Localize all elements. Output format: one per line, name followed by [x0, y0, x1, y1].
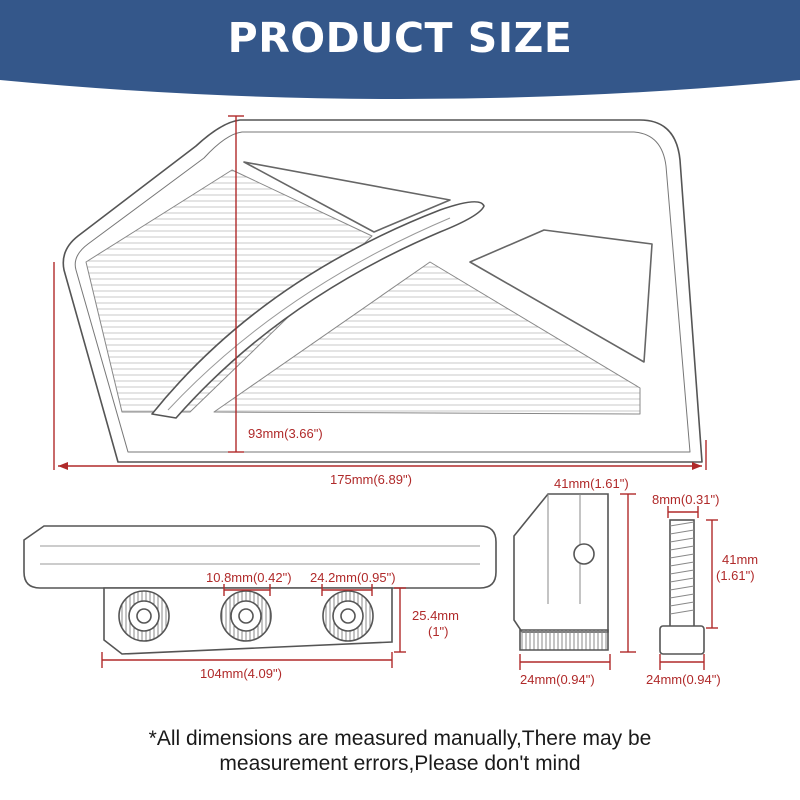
plate-length-label: 175mm(6.89") [330, 472, 412, 487]
bolt-thread [669, 521, 695, 615]
header-banner [0, 0, 800, 99]
mounting-block [513, 493, 609, 651]
bracket-length-label: 104mm(4.09") [200, 666, 282, 681]
block-hole [573, 543, 595, 565]
bolt-width-label: 24mm(0.94") [646, 672, 721, 687]
bracket-holes [118, 590, 374, 642]
diagonal-rib-inner [167, 217, 451, 411]
banner-shape [0, 0, 800, 99]
bolt-head [659, 625, 705, 655]
diagonal-rib-outer [151, 201, 485, 419]
plate-inner-rim [74, 131, 691, 453]
right-window [469, 229, 653, 363]
bracket-height-inch-label: (1") [428, 624, 449, 639]
left-tread [85, 169, 373, 413]
block-dimension-lines [519, 493, 636, 670]
side-view [23, 525, 497, 655]
footnote-line-1: *All dimensions are measured manually,Th… [148, 727, 652, 750]
side-plate [23, 525, 497, 589]
bolt [659, 519, 705, 655]
hole-diameter-label: 10.8mm(0.42") [206, 570, 292, 585]
bolt-length-label: 41mm [722, 552, 759, 567]
bolt-length-inch-label: (1.61") [716, 568, 755, 583]
block-knurled-base [519, 629, 609, 651]
block-height-label: 41mm(1.61") [554, 476, 629, 491]
bolt-diameter-label: 8mm(0.31") [652, 492, 720, 507]
side-view-dimension-lines [101, 584, 406, 668]
plate-dimension-lines [53, 115, 707, 470]
page-title: PRODUCT SIZE [227, 14, 573, 62]
block-front [513, 493, 609, 633]
bracket-height-label: 25.4mm [412, 608, 459, 623]
top-window [243, 161, 451, 233]
footboard-plate [62, 119, 703, 463]
right-tread [213, 261, 641, 415]
block-width-label: 24mm(0.94") [520, 672, 595, 687]
hole-pitch-label: 24.2mm(0.95") [310, 570, 396, 585]
side-plate-rim [40, 545, 480, 565]
bolt-dimension-lines [659, 506, 718, 670]
footnote-line-2: measurement errors,Please don't mind [219, 752, 581, 775]
plate-height-label: 93mm(3.66") [248, 426, 323, 441]
